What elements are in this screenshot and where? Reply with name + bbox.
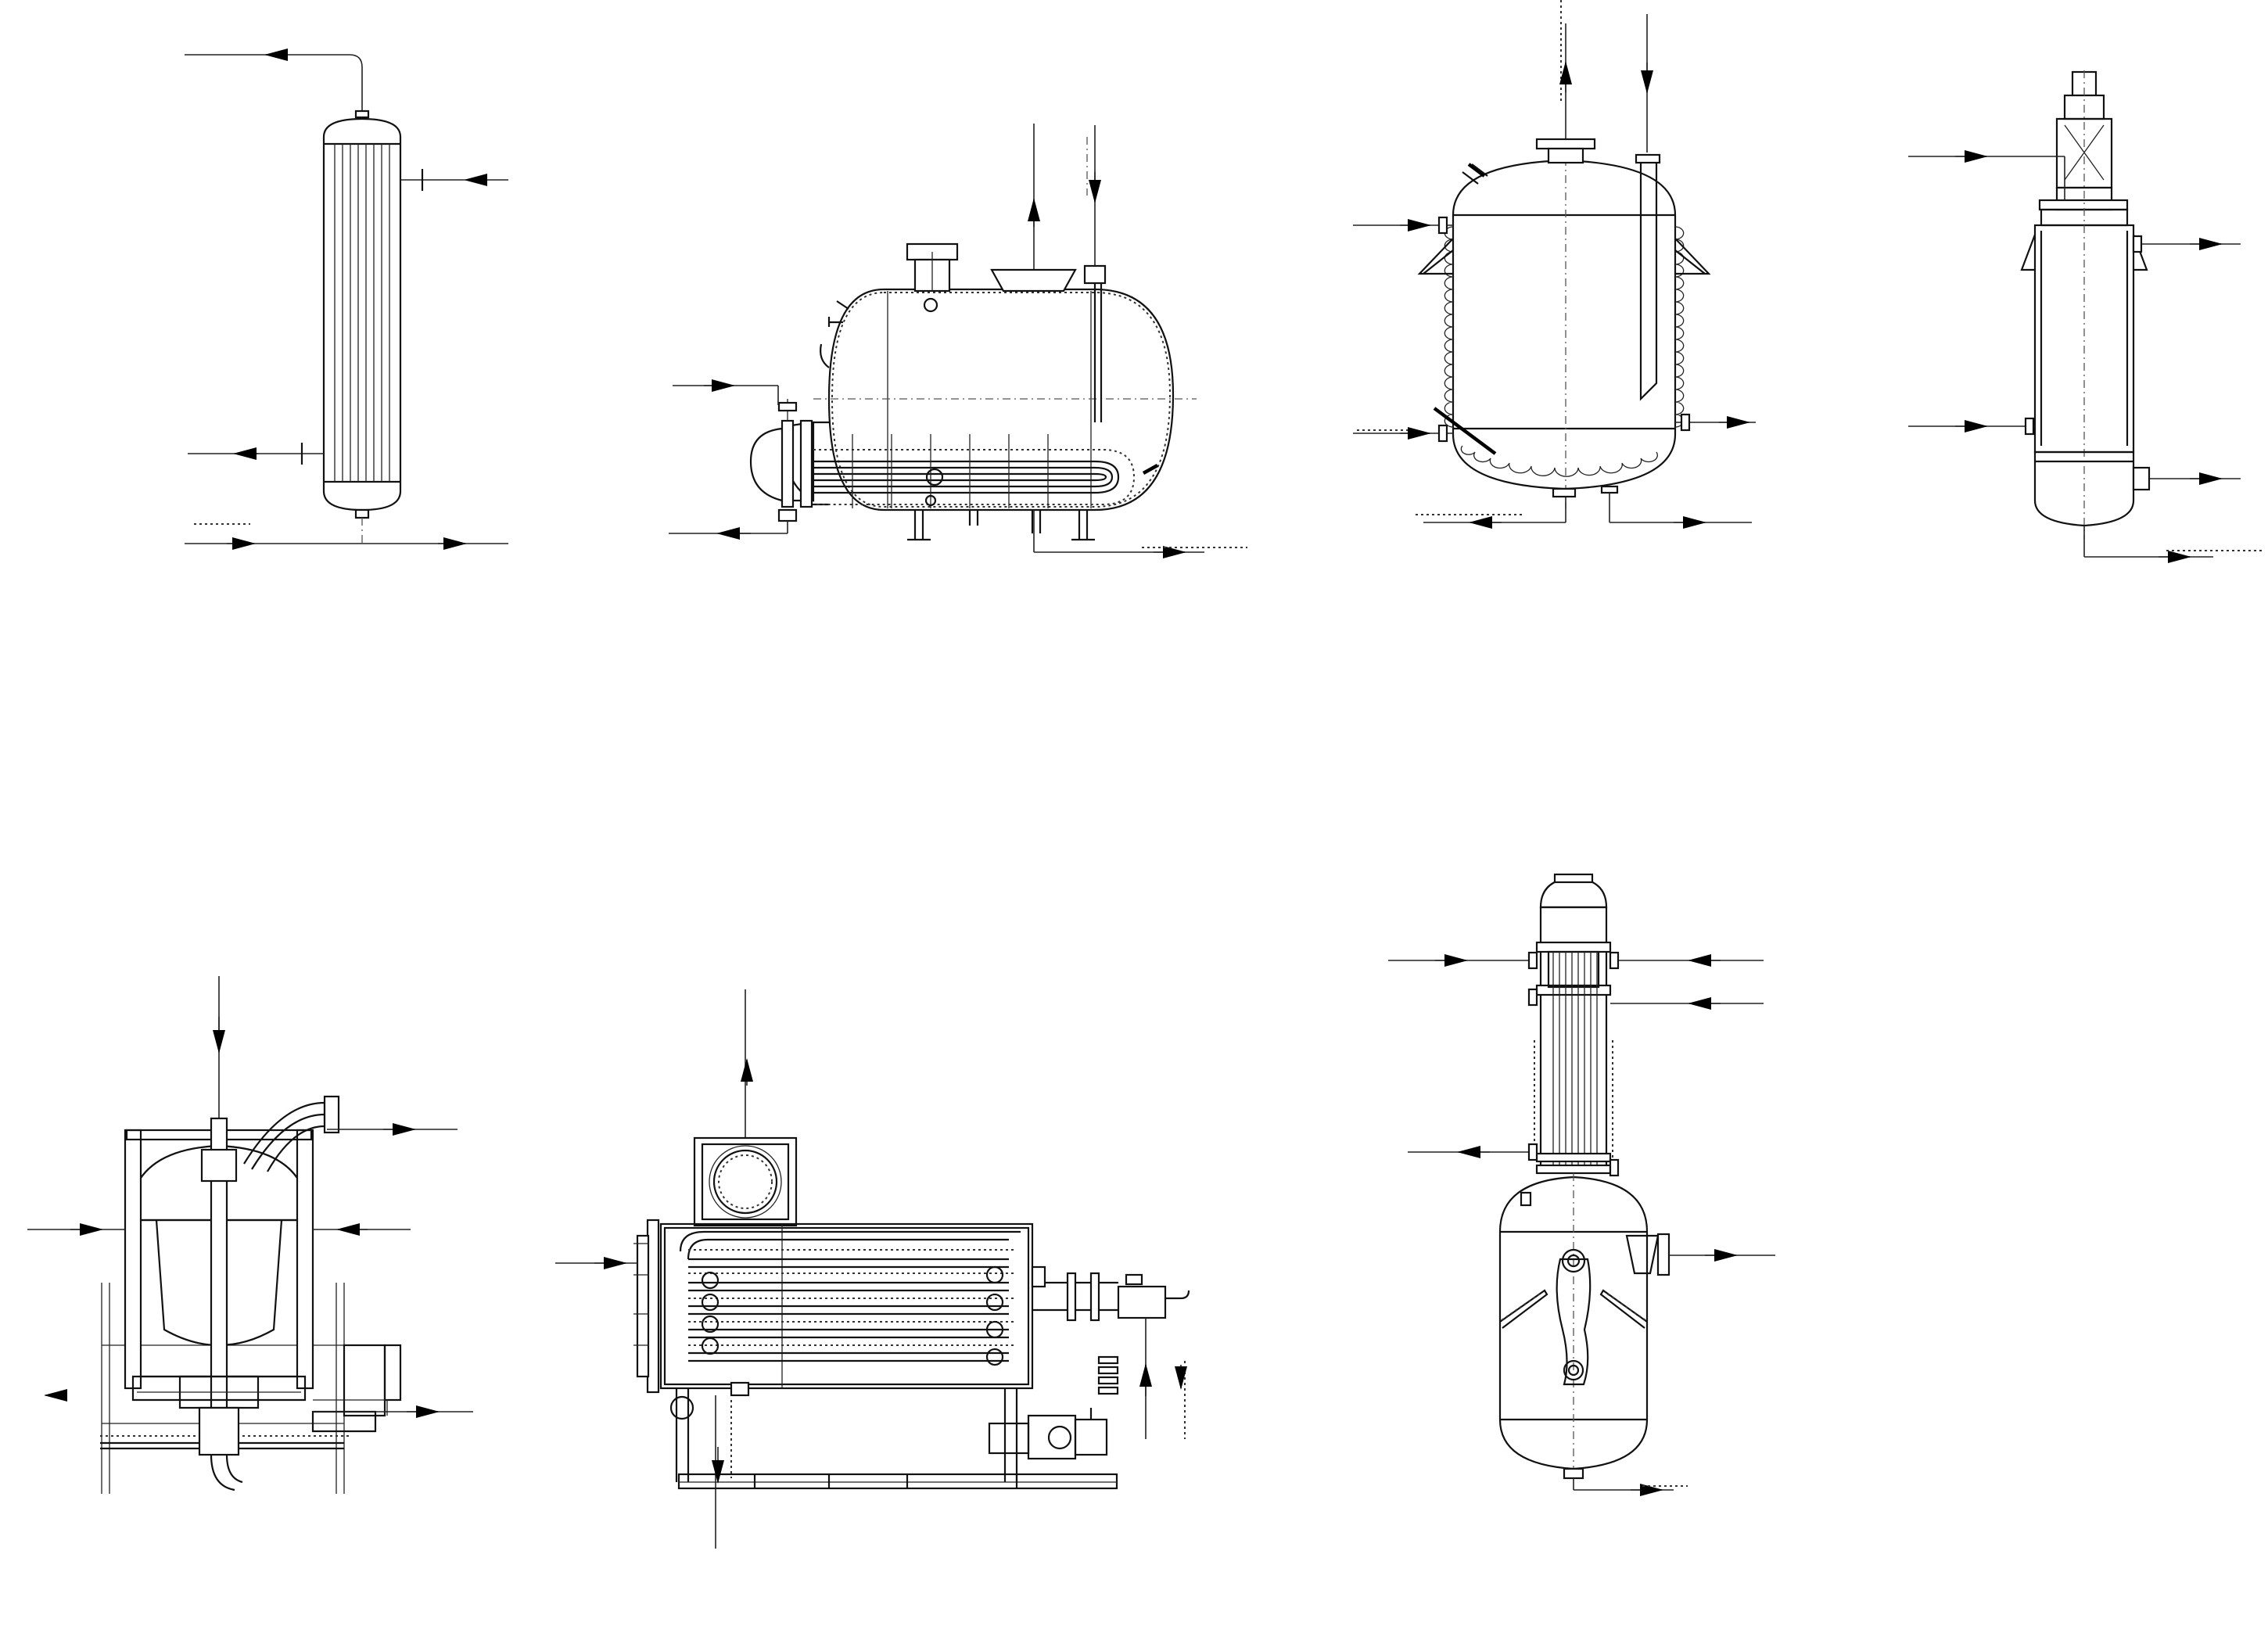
jacketed-coil-reactor-vessel <box>1353 0 1756 529</box>
horizontal-multi-tube-evaporator-with-pump <box>555 989 1190 1549</box>
horizontal-u-tube-kettle-reboiler <box>669 124 1247 558</box>
falling-film-evaporator-with-separator <box>1388 873 1775 1496</box>
agitated-vertical-reactor <box>1908 70 2264 563</box>
vertical-shell-and-tube-heat-exchanger <box>185 48 508 550</box>
agitated-tank-with-motor-skid <box>27 976 473 1494</box>
